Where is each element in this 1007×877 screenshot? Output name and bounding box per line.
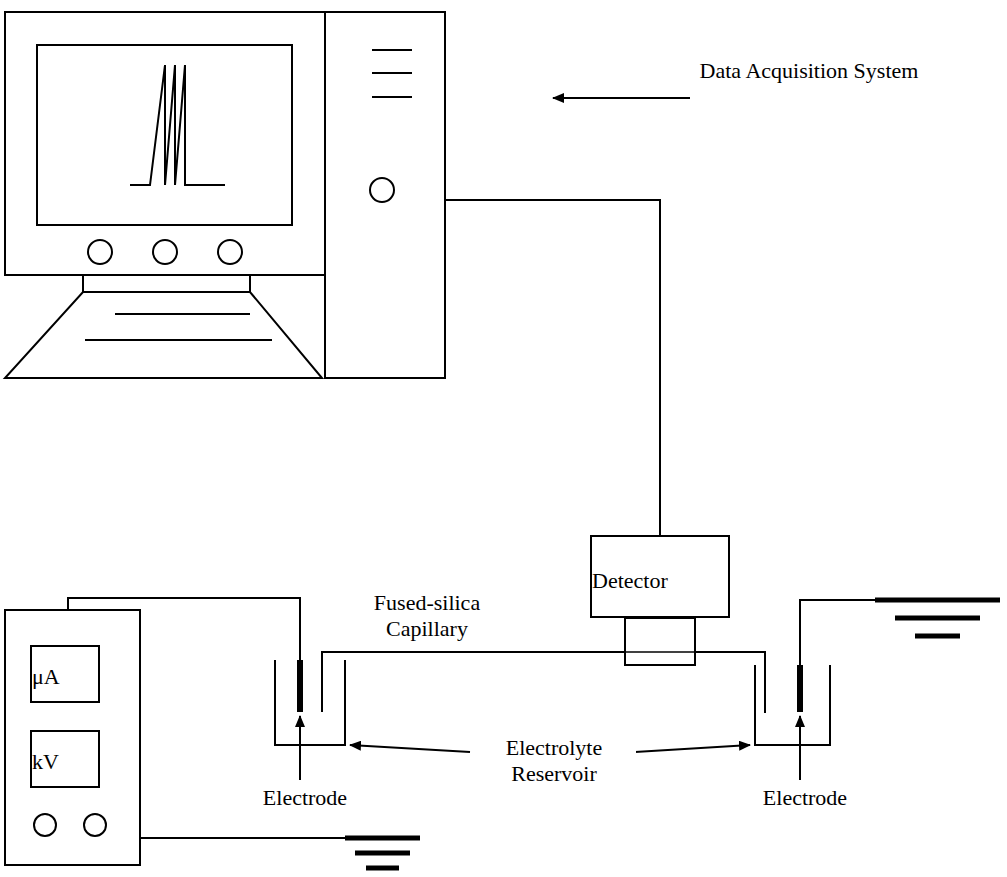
electrode xyxy=(797,665,803,712)
monitor-button xyxy=(88,240,112,264)
leader-arrow xyxy=(553,97,690,99)
electrode xyxy=(297,660,303,712)
detector-box: Detector xyxy=(590,535,730,618)
signal-cable xyxy=(445,200,660,535)
meter-display: kV xyxy=(30,730,100,788)
part-label: Electrode xyxy=(748,785,862,811)
keyboard xyxy=(5,292,322,378)
computer-tower xyxy=(325,12,445,378)
ground-wire xyxy=(800,600,875,665)
detector-cell xyxy=(625,618,695,665)
electropherogram-trace xyxy=(130,65,225,185)
ground-wire xyxy=(140,837,345,839)
monitor-button xyxy=(218,240,242,264)
reservoir xyxy=(275,660,345,745)
node-text: kV xyxy=(32,749,59,774)
power-supply xyxy=(5,610,140,865)
capillary xyxy=(322,652,625,712)
monitor-screen xyxy=(37,45,292,225)
meter-display: μA xyxy=(30,645,100,703)
node-text: μA xyxy=(32,664,60,689)
part-label: Electrode xyxy=(248,785,362,811)
node-text: Detector xyxy=(592,568,668,593)
hv-wire xyxy=(68,598,300,660)
reservoir-label: Electrolyte Reservoir xyxy=(472,735,636,788)
system-label: Data Acquisition System xyxy=(692,58,926,84)
monitor-button xyxy=(153,240,177,264)
part-label: Fused-silica Capillary xyxy=(355,590,499,643)
reservoir xyxy=(755,665,830,745)
monitor xyxy=(5,12,325,275)
